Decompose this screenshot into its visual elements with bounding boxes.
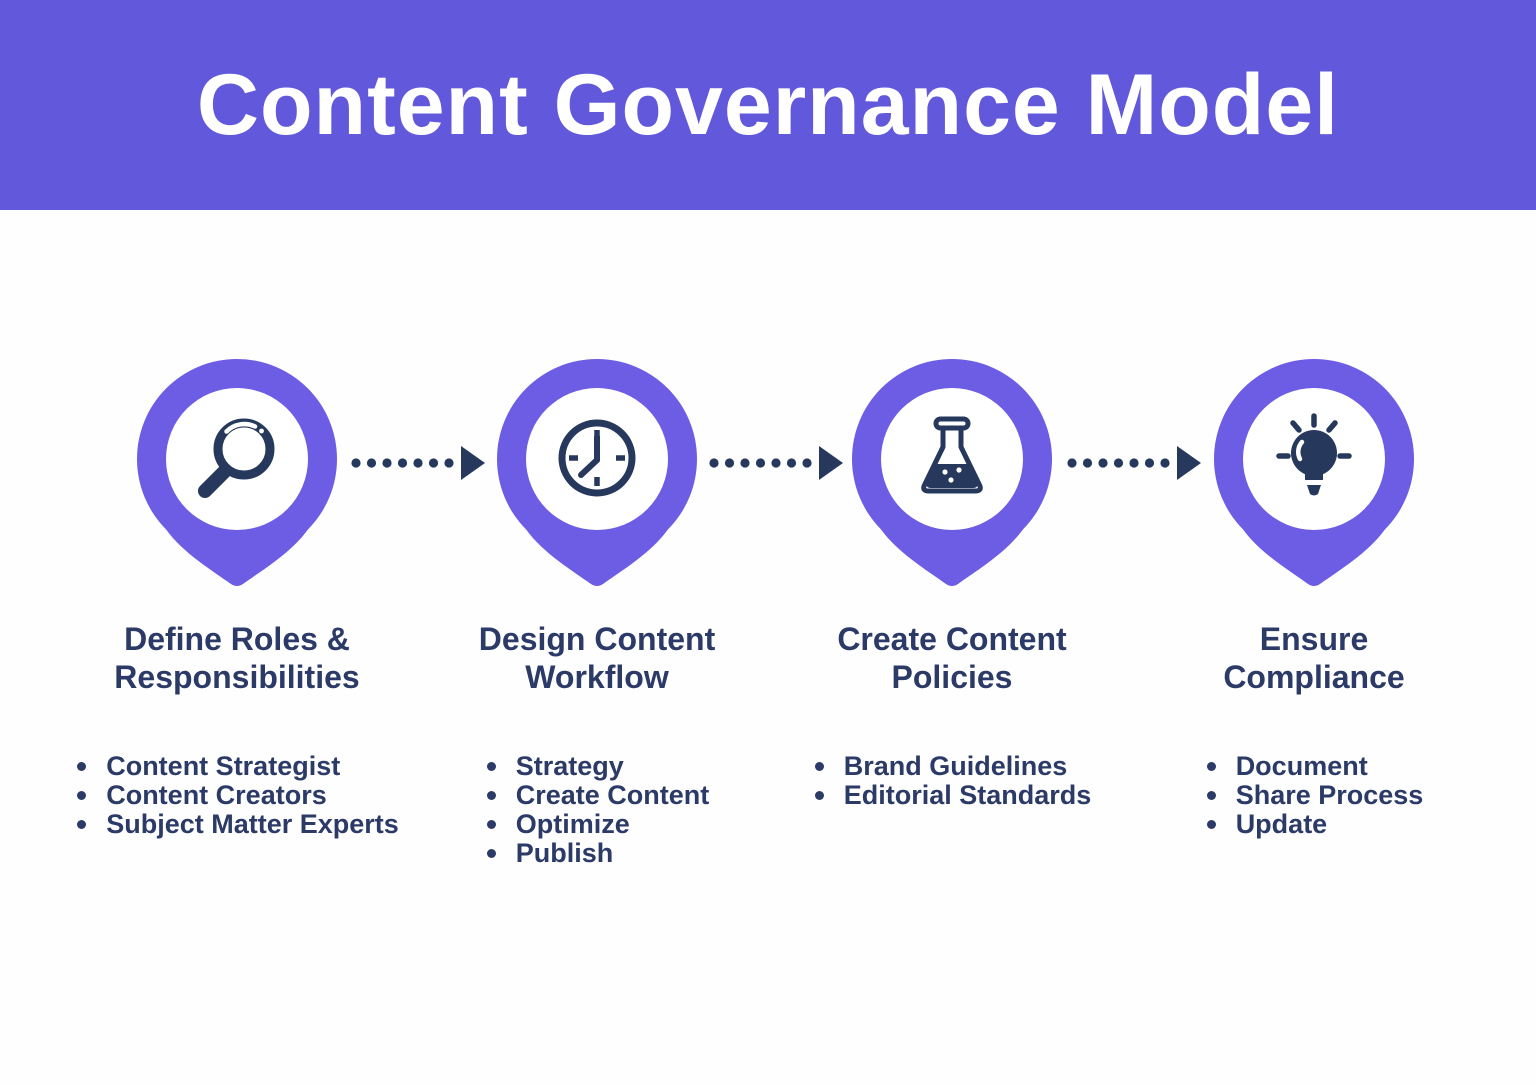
step-title: Define Roles & Responsibilities <box>114 621 360 695</box>
bullet-item: Optimize <box>485 810 710 839</box>
step-title: Design Content Workflow <box>478 621 716 695</box>
pin-marker-1 <box>137 358 337 586</box>
page-title: Content Governance Model <box>196 56 1340 153</box>
dotted-arrow-1 <box>351 446 485 480</box>
header-banner: Content Governance Model <box>0 0 1536 210</box>
step-bullet-list: Content Strategist Content Creators Subj… <box>75 752 399 839</box>
lightbulb-icon <box>1276 413 1352 496</box>
bullet-item: Document <box>1205 752 1424 781</box>
bullet-item: Content Strategist <box>75 752 399 781</box>
bullet-item: Strategy <box>485 752 710 781</box>
step-title: Create Content Policies <box>837 621 1067 695</box>
step-1-define-roles: Define Roles & Responsibilities Content … <box>37 620 437 839</box>
step-title: Ensure Compliance <box>1223 621 1405 695</box>
clock-icon <box>558 419 636 497</box>
step-4-ensure-compliance: Ensure Compliance Document Share Process… <box>1114 620 1514 839</box>
step-2-design-workflow: Design Content Workflow Strategy Create … <box>397 620 797 868</box>
bullet-item: Publish <box>485 839 710 868</box>
step-bullet-list: Brand Guidelines Editorial Standards <box>813 752 1092 810</box>
pin-marker-3 <box>852 358 1052 586</box>
bullet-item: Create Content <box>485 781 709 810</box>
bullet-item: Share Process <box>1205 781 1423 810</box>
step-3-create-policies: Create Content Policies Brand Guidelines… <box>752 620 1152 810</box>
bullet-item: Update <box>1205 810 1424 839</box>
dotted-arrow-2 <box>709 446 843 480</box>
step-bullet-list: Strategy Create Content Optimize Publish <box>485 752 710 868</box>
flask-icon <box>921 416 983 494</box>
bullet-item: Brand Guidelines <box>813 752 1092 781</box>
bullet-item: Subject Matter Experts <box>75 810 399 839</box>
bullet-item: Editorial Standards <box>813 781 1091 810</box>
bullet-item: Content Creators <box>75 781 399 810</box>
pin-marker-4 <box>1214 358 1414 586</box>
step-bullet-list: Document Share Process Update <box>1205 752 1424 839</box>
dotted-arrow-3 <box>1067 446 1201 480</box>
magnifier-icon <box>198 418 275 498</box>
pin-marker-2 <box>497 358 697 586</box>
